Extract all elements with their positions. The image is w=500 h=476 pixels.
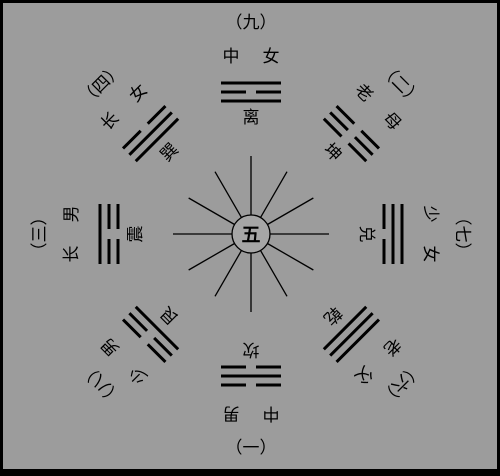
spoke-line <box>214 250 243 297</box>
trigram-role-char: 中 <box>223 47 240 67</box>
trigram-group-kan: （一） 中 男 坎 <box>221 339 281 455</box>
trigram-line-broken <box>146 343 167 364</box>
trigram-line-solid <box>134 117 180 163</box>
trigram-line-broken <box>121 318 142 339</box>
trigram-line-solid <box>134 305 180 351</box>
trigram-line-broken <box>146 104 167 125</box>
trigram-name: 震 <box>126 226 146 243</box>
trigram-number: （七） <box>452 209 472 260</box>
center-numeral: 五 <box>241 224 260 246</box>
trigram-role-char: 女 <box>263 47 280 67</box>
trigram-line-broken <box>153 336 173 357</box>
trigram-line-solid <box>335 318 381 364</box>
trigram-role-char: 男 <box>62 206 82 223</box>
spoke-line <box>267 242 314 271</box>
trigram-line-broken <box>347 142 368 163</box>
trigram-number: （三） <box>30 209 50 260</box>
spoke-line <box>259 250 288 297</box>
trigram-role-char: 女 <box>420 246 440 263</box>
trigram-number: （一） <box>226 435 277 455</box>
trigram-role-char: 男 <box>223 403 240 423</box>
trigram-number: （九） <box>226 13 277 33</box>
trigram-line-broken <box>335 104 356 125</box>
trigram-name: 兑 <box>356 226 376 243</box>
trigram-line-broken <box>353 136 374 156</box>
trigram-line-solid <box>322 305 368 351</box>
trigram-role-char: 长 <box>62 246 82 263</box>
spoke-line <box>267 197 314 226</box>
trigram-role-char: 少 <box>420 206 440 223</box>
trigram-line-solid <box>128 111 173 156</box>
trigram-group-dui: （七） 少女 兑 <box>356 204 472 264</box>
spoke-line <box>188 242 235 271</box>
trigram-line-broken <box>322 117 343 138</box>
trigram-group-li: （九） 中 女离 <box>221 13 281 128</box>
spoke-line <box>188 197 235 226</box>
spoke-line <box>259 171 288 218</box>
trigram-line-solid <box>329 312 374 357</box>
trigram-line-broken <box>329 111 349 132</box>
trigram-line-broken <box>128 312 149 332</box>
trigram-role-char: 中 <box>263 403 280 423</box>
trigram-line-broken <box>360 129 381 150</box>
center-medallion: 五 <box>231 214 271 254</box>
trigram-line-broken <box>121 129 142 150</box>
center-circle <box>231 214 271 254</box>
spoke-line <box>214 171 243 218</box>
center-spokes <box>173 156 329 312</box>
trigram-name: 坎 <box>243 339 260 359</box>
trigram-name: 离 <box>243 108 260 128</box>
trigram-group-zhen: （三） 长 男震 <box>30 204 146 264</box>
